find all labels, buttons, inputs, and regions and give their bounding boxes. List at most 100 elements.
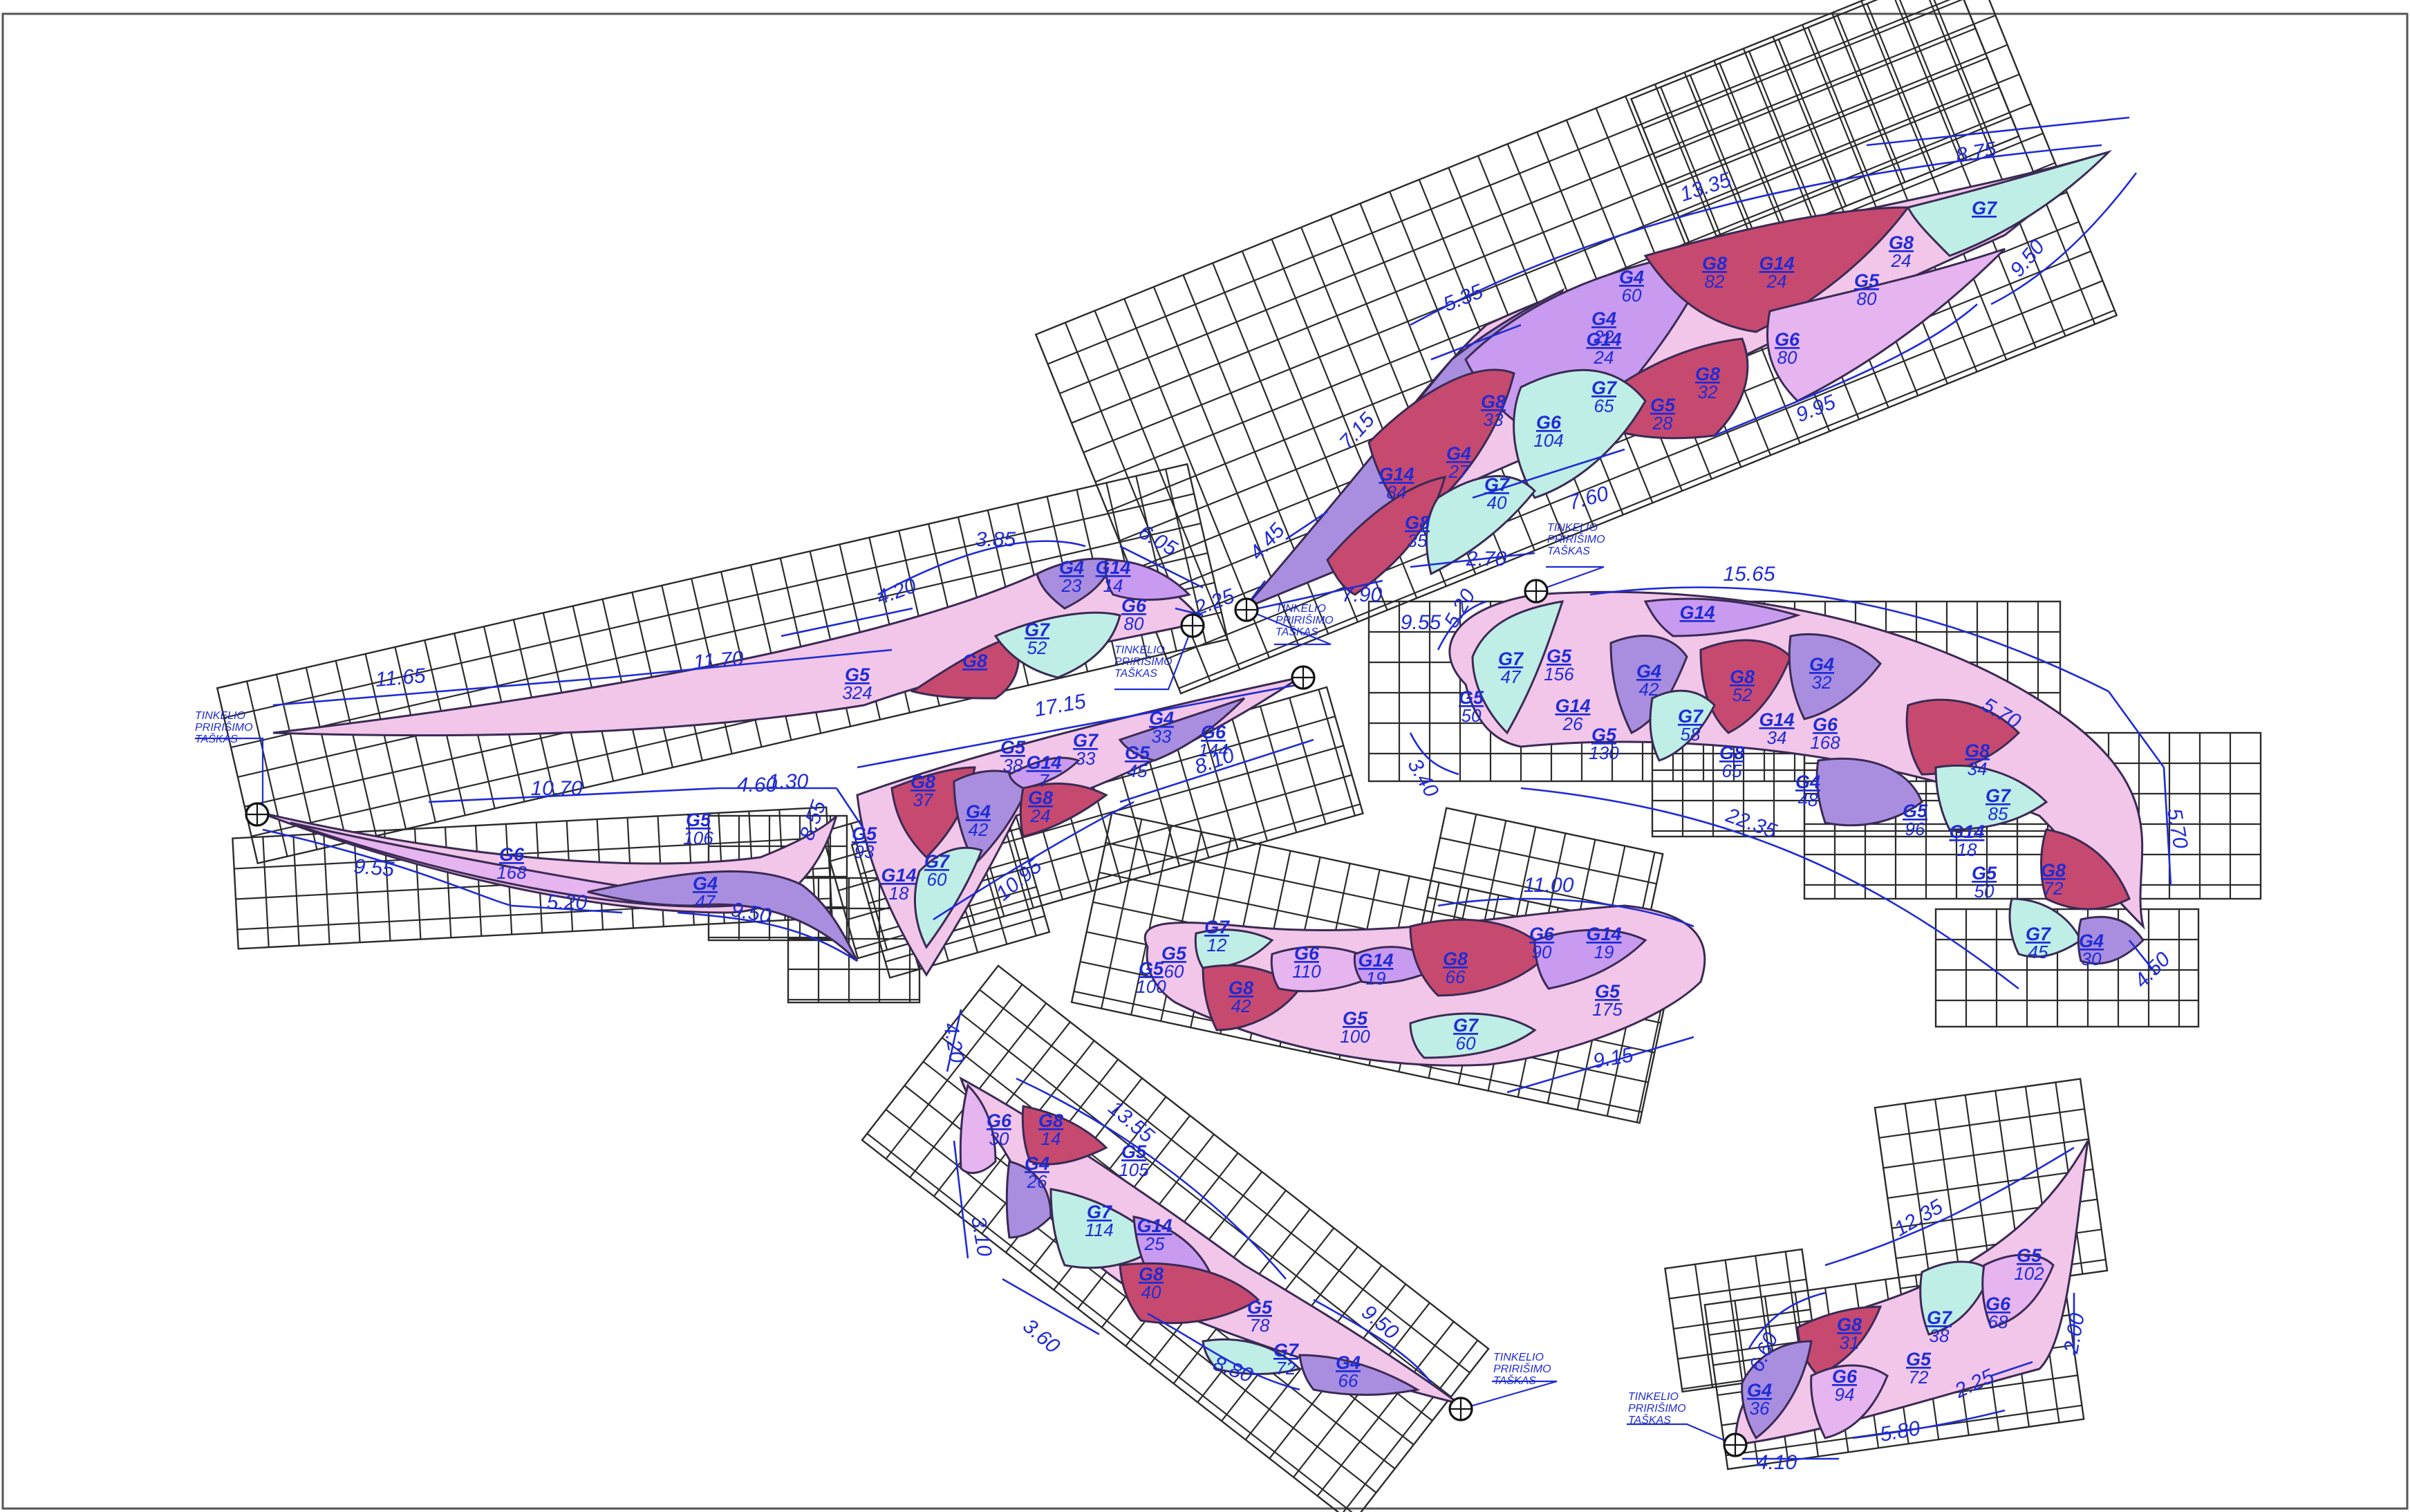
mosaic-region [1934,765,2048,831]
piece-code: G5 [852,823,877,844]
piece-quantity: 60 [1164,961,1184,982]
dimension-label: 9.15 [1591,1043,1636,1073]
piece-code: G14 [1679,602,1715,623]
piece-quantity: 14 [1103,575,1123,596]
grid-line [885,984,1023,1159]
dimension-label: 5.20 [547,891,588,914]
piece-code: G8 [1481,391,1506,412]
dimension-line [1016,1077,1287,1280]
drawing-frame [1,12,2409,1510]
anchor-note-text: TAŠKAS [1114,666,1157,680]
dimension-label: 9.55 [353,855,395,881]
dimension-line [272,676,609,707]
anchor-note-text: TAŠKAS [1547,544,1590,557]
piece-label: G14 [1679,602,1715,623]
piece-code: G14 [1137,1215,1172,1236]
dimension-line [1866,116,2130,147]
piece-code: G7 [1484,474,1511,495]
anchor-note-text: TINKELIO [195,710,245,722]
mosaic-region [1788,633,1882,720]
piece-quantity: 45 [2028,942,2048,962]
grid-line [1341,1339,1479,1512]
piece-code: G8 [1889,232,1914,253]
piece-quantity: 18 [889,883,909,904]
piece-code: G6 [1121,595,1147,616]
mosaic-region [1104,559,1191,601]
grid-line [1439,837,1657,885]
grid-line [1690,116,2012,248]
dimension-label: 2.70 [1466,548,1507,570]
dimension-line [2107,691,2165,768]
dimension-line [2163,767,2172,886]
mosaic-region [1471,600,1564,735]
dimension-line [1990,172,2138,306]
mosaic-region [1649,689,1716,762]
piece-code: G4 [1747,1380,1772,1401]
piece-quantity: 72 [1909,1367,1929,1388]
piece-code: G5 [1591,725,1617,745]
piece-code: G5 [1650,395,1676,416]
mosaic-region [1409,1012,1537,1059]
piece-quantity: 47 [1501,666,1522,687]
mosaic-region [2077,915,2145,965]
piece-quantity: 52 [1732,684,1753,705]
piece-code: G7 [1073,730,1099,751]
grid-line [1449,814,1477,937]
mosaic-region [1049,1188,1164,1269]
grid-line [1896,0,1965,159]
grid-line [1094,310,1241,671]
piece-quantity: 24 [1030,805,1051,826]
piece-quantity: 168 [1810,732,1840,753]
piece-code: G5 [1343,1008,1368,1029]
piece-code: G14 [1586,924,1621,944]
dimension-label: 11.65 [374,664,427,691]
grid-line [1059,15,1996,395]
piece-code: G5 [2017,1245,2042,1266]
grid-line [1643,0,1964,129]
dimension-line [953,1140,969,1259]
piece-code: G8 [1965,740,1990,761]
piece-quantity: 52 [1027,637,1047,658]
piece-code: G8 [1730,666,1755,687]
grid-line [1654,28,1976,159]
piece-code: G4 [1636,661,1661,682]
dimension-label: 9.55 [1401,611,1441,634]
mosaic-region [1021,1105,1108,1166]
dimension-line [1506,1036,1694,1094]
mosaic-region [953,769,1031,866]
dimension-label: 13.55 [1104,1096,1159,1148]
piece-code: G5 [845,664,870,685]
mosaic-region [1409,918,1551,997]
dimension-label: 3.85 [975,528,1016,551]
anchor-note-text: TAŠKAS [1628,1413,1671,1426]
piece-quantity: 144 [1198,740,1228,760]
piece-quantity: 24 [1766,271,1787,292]
mosaic-layer [259,149,2145,1446]
piece-quantity: 105 [1119,1159,1149,1180]
mosaic-region [1119,1262,1260,1325]
dimension-line [1748,1291,1826,1349]
piece-code: G8 [1038,1110,1063,1131]
